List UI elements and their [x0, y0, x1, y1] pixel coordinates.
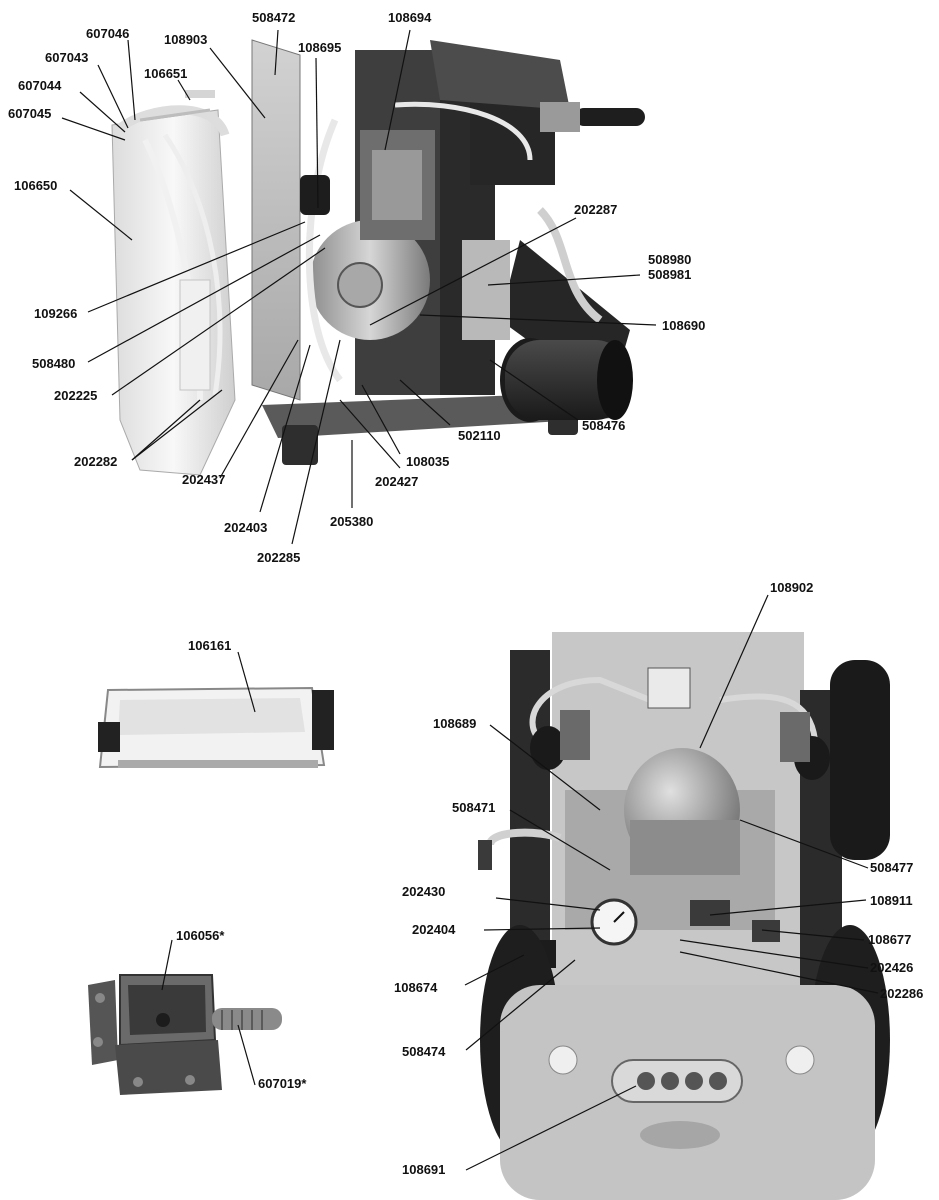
part-labels: 607046 607043 607044 607045 106651 10890…: [8, 10, 923, 1177]
top-machine-side-view: [111, 39, 645, 476]
side-panel: [251, 39, 301, 401]
part-label-202287: 202287: [574, 202, 617, 217]
heating-element: [337, 262, 383, 308]
part-label-106650: 106650: [14, 178, 57, 193]
part-label-202437: 202437: [182, 472, 225, 487]
part-label-108035: 108035: [406, 454, 449, 469]
valve-left: [560, 710, 590, 760]
part-label-108674: 108674: [394, 980, 438, 995]
part-label-502110: 502110: [458, 428, 501, 443]
pipe: [529, 676, 652, 743]
part-label-109266: 109266: [34, 306, 77, 321]
part-label-108694: 108694: [388, 10, 432, 25]
pump: [500, 240, 633, 422]
front-logo: [640, 1121, 720, 1149]
part-label-106056: 106056*: [176, 928, 225, 943]
part-label-202285: 202285: [257, 550, 300, 565]
part-label-205380: 205380: [330, 514, 373, 529]
part-label-106161: 106161: [188, 638, 231, 653]
left-side-frame: [510, 650, 550, 980]
hose: [394, 101, 533, 161]
part-label-108689: 108689: [433, 716, 476, 731]
switch: [690, 900, 730, 926]
keypad-button: [637, 1072, 655, 1090]
valve-right: [780, 712, 810, 762]
part-label-508474: 508474: [402, 1044, 446, 1059]
front-hole-right: [785, 1045, 815, 1075]
switch: [752, 920, 780, 942]
part-label-202403: 202403: [224, 520, 267, 535]
group-head: [540, 102, 580, 132]
part-label-508480: 508480: [32, 356, 75, 371]
part-label-108902: 108902: [770, 580, 813, 595]
part-label-108911: 108911: [870, 893, 913, 908]
part-label-607046: 607046: [86, 26, 129, 41]
part-label-202404: 202404: [412, 922, 456, 937]
leader-lines: [61, 29, 879, 1171]
part-label-508476: 508476: [582, 418, 625, 433]
drain-cup: [88, 974, 282, 1095]
top-bracket: [430, 40, 570, 110]
bracket: [647, 667, 691, 709]
part-label-508472: 508472: [252, 10, 295, 25]
keypad-button: [685, 1072, 703, 1090]
part-label-108690: 108690: [662, 318, 705, 333]
part-label-108691: 108691: [402, 1162, 445, 1177]
part-label-108677: 108677: [868, 932, 911, 947]
part-label-607045: 607045: [8, 106, 51, 121]
part-label-202286: 202286: [880, 986, 923, 1001]
boiler-base: [630, 820, 740, 875]
group-handle: [575, 108, 645, 126]
keypad-button: [661, 1072, 679, 1090]
cup-tray-lid: [830, 660, 890, 860]
pipe: [719, 693, 818, 741]
mounting-plate: [462, 240, 510, 340]
part-label-508477: 508477: [870, 860, 913, 875]
part-label-607044: 607044: [18, 78, 62, 93]
part-label-508980: 508980: [648, 252, 691, 267]
part-label-202225: 202225: [54, 388, 97, 403]
front-hole-left: [548, 1045, 578, 1075]
steam-pipe: [537, 207, 603, 324]
foot: [282, 425, 318, 465]
part-label-202427: 202427: [375, 474, 418, 489]
drip-tray: [98, 686, 334, 769]
machine-top-view: [478, 632, 890, 1200]
part-label-202426: 202426: [870, 960, 913, 975]
part-label-108903: 108903: [164, 32, 207, 47]
part-label-607043: 607043: [45, 50, 88, 65]
part-label-202430: 202430: [402, 884, 445, 899]
knob-left: [530, 726, 566, 770]
part-label-508471: 508471: [452, 800, 495, 815]
part-label-106651: 106651: [144, 66, 187, 81]
steam-wand-tip: [478, 840, 492, 870]
solenoid-valve: [300, 175, 330, 215]
keypad-button: [709, 1072, 727, 1090]
hose: [305, 118, 343, 383]
water-tank: [111, 90, 236, 476]
part-label-508981: 508981: [648, 267, 691, 282]
part-label-108695: 108695: [298, 40, 341, 55]
part-label-202282: 202282: [74, 454, 117, 469]
part-label-607019: 607019*: [258, 1076, 307, 1091]
